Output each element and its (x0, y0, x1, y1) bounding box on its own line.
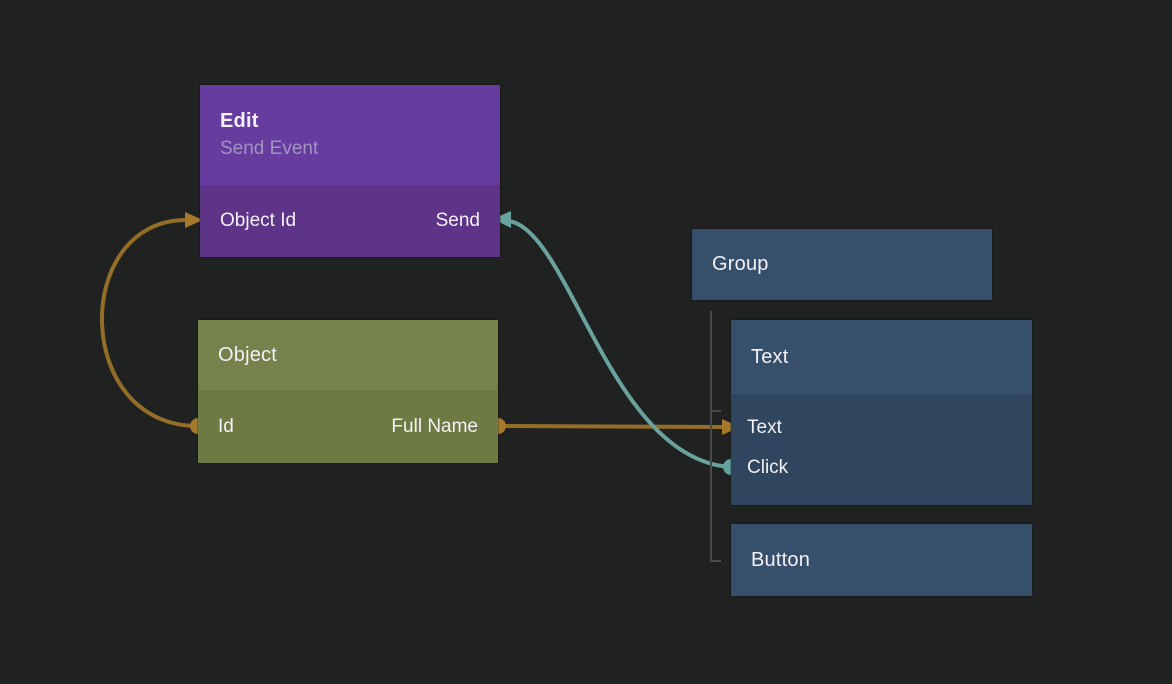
node-group[interactable]: Group (692, 229, 992, 300)
node-edit-ports: Object Id Send (200, 185, 500, 257)
group-tree-line (710, 311, 712, 562)
node-button[interactable]: Button (731, 524, 1032, 596)
port-full-name[interactable]: Full Name (391, 415, 478, 437)
port-object-id[interactable]: Object Id (220, 210, 297, 231)
wire-curve-orange[interactable] (100, 218, 199, 428)
node-group-title: Group (712, 253, 769, 275)
node-text-header: Text (731, 320, 1032, 394)
arrowhead-into-object-id (185, 212, 203, 228)
node-edit[interactable]: Edit Send Event Object Id Send (200, 85, 500, 257)
node-object[interactable]: Object Id Full Name (198, 320, 498, 463)
node-text-title: Text (751, 345, 789, 368)
node-text[interactable]: Text Text Click (731, 320, 1032, 505)
node-object-title: Object (218, 343, 278, 366)
wire-object-id-to-edit-object-id[interactable] (100, 212, 206, 434)
node-edit-title: Edit (220, 110, 259, 132)
wire-curve-teal[interactable] (508, 219, 732, 469)
group-tree-tick-text (710, 410, 721, 412)
node-button-title: Button (751, 548, 811, 571)
port-text[interactable]: Text (747, 417, 782, 438)
node-object-ports: Id Full Name (198, 390, 498, 463)
port-send[interactable]: Send (435, 210, 480, 231)
wire-straight-orange[interactable] (497, 424, 725, 429)
node-edit-subtitle: Send Event (220, 138, 319, 159)
node-edit-header: Edit Send Event (200, 85, 500, 185)
arrowhead-into-send (493, 211, 511, 228)
port-click[interactable]: Click (747, 457, 789, 478)
port-id[interactable]: Id (218, 415, 234, 437)
node-text-ports: Text Click (731, 394, 1032, 505)
wire-full-name-to-text[interactable] (490, 418, 740, 435)
group-tree-tick-button (710, 560, 721, 562)
node-object-header: Object (198, 320, 498, 390)
